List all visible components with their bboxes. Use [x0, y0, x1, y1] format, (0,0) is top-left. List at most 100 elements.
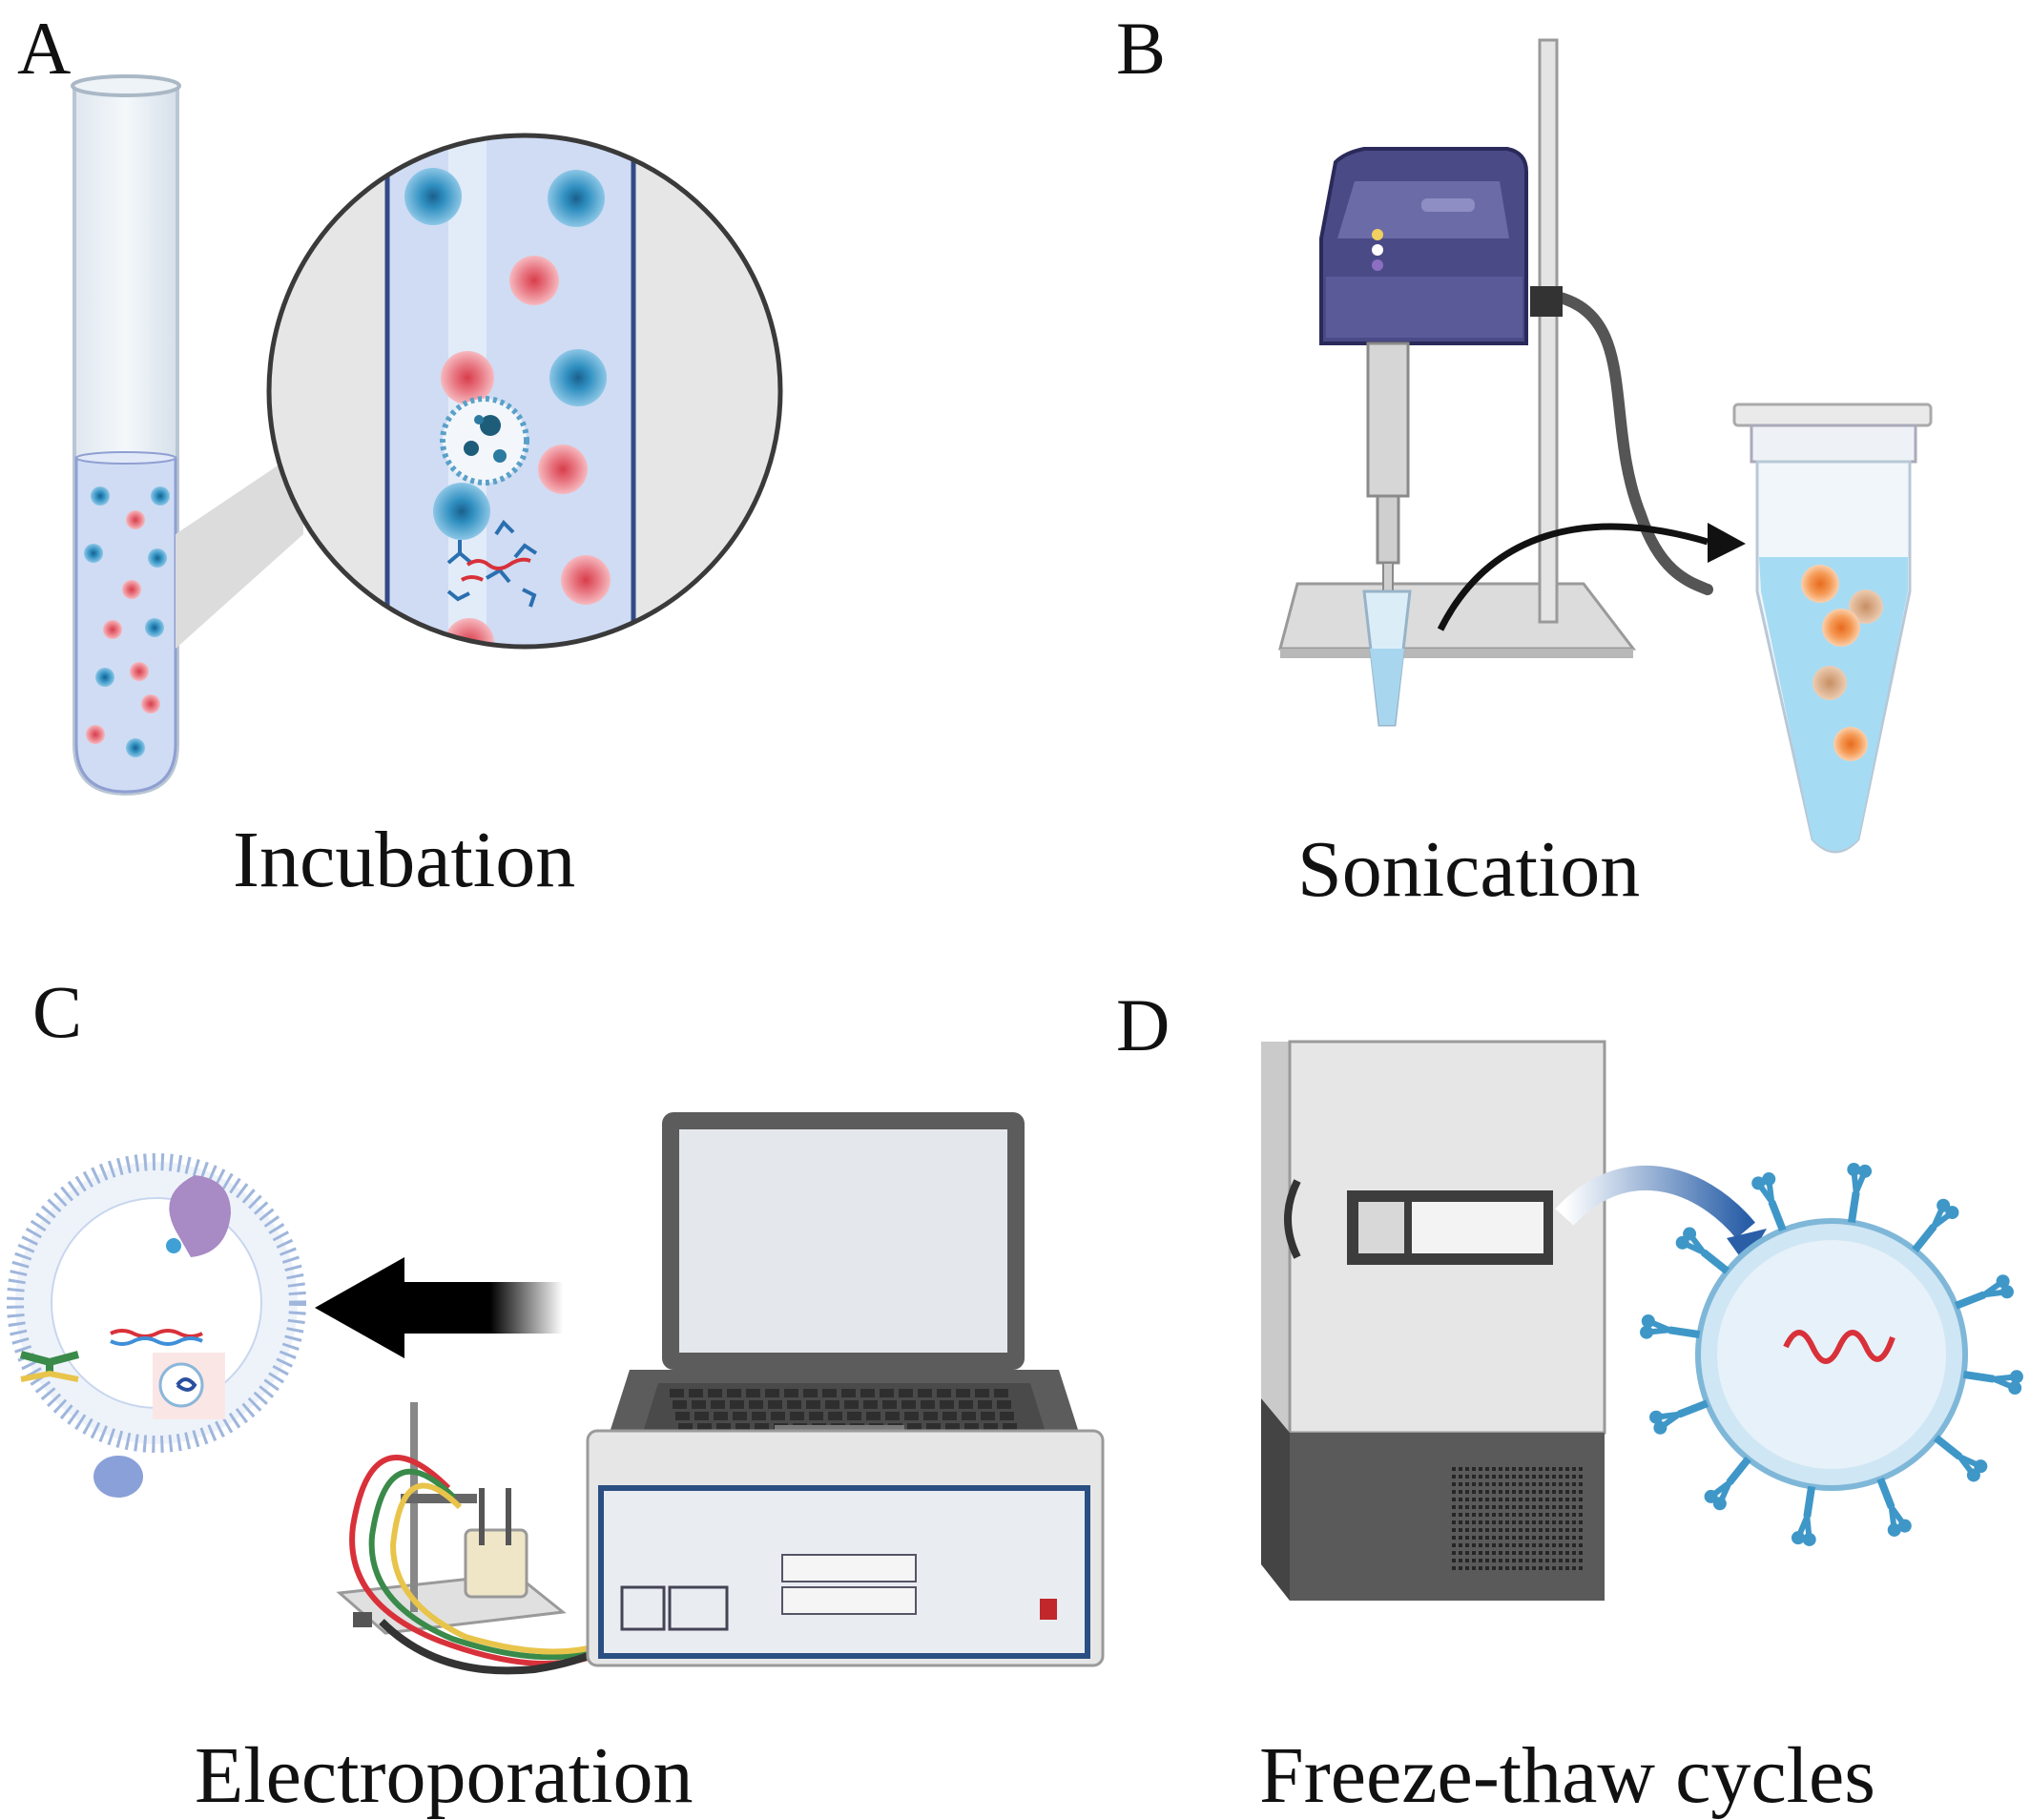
sonicator-icon — [1278, 38, 1713, 727]
vent-slot — [1492, 1505, 1496, 1509]
key-icon — [768, 1400, 782, 1409]
vent-slot — [1485, 1513, 1489, 1517]
vent-slot — [1465, 1482, 1469, 1486]
vent-slot — [1505, 1543, 1509, 1547]
vent-slot — [1579, 1543, 1583, 1547]
vent-slot — [1459, 1543, 1462, 1547]
blue-cell-icon — [91, 486, 110, 506]
vent-slot — [1532, 1498, 1536, 1501]
key-icon — [784, 1389, 798, 1397]
vent-slot — [1512, 1520, 1516, 1524]
panel-letter-a: A — [17, 7, 72, 90]
key-icon — [847, 1412, 861, 1420]
vent-slot — [1552, 1566, 1556, 1570]
vent-slot — [1505, 1498, 1509, 1501]
spike-icon — [1668, 1326, 1701, 1339]
key-icon — [735, 1423, 750, 1432]
spike-tip — [1802, 1532, 1816, 1546]
vent-slot — [1519, 1498, 1522, 1501]
vent-slot — [1459, 1490, 1462, 1494]
transfer-arrow-icon — [315, 1257, 404, 1358]
vesicle-icon — [1640, 1163, 2023, 1546]
vent-slot — [1479, 1467, 1482, 1471]
key-icon — [964, 1423, 979, 1432]
vent-slot — [1579, 1505, 1583, 1509]
key-icon — [926, 1423, 941, 1432]
vent-slot — [1512, 1543, 1516, 1547]
exosome-icon — [7, 1153, 306, 1498]
vent-slot — [1565, 1520, 1569, 1524]
vent-slot — [1479, 1498, 1482, 1501]
vent-slot — [1565, 1475, 1569, 1479]
key-icon — [841, 1389, 856, 1397]
key-icon — [937, 1389, 951, 1397]
vent-slot — [1572, 1543, 1576, 1547]
vent-slot — [1532, 1528, 1536, 1532]
vent-slot — [1492, 1559, 1496, 1562]
spike-icon — [1847, 1191, 1860, 1224]
key-icon — [899, 1389, 913, 1397]
vent-slot — [1505, 1475, 1509, 1479]
key-icon — [730, 1400, 744, 1409]
key-icon — [803, 1389, 818, 1397]
key-icon — [962, 1412, 976, 1420]
vent-slot — [1525, 1498, 1529, 1501]
vent-slot — [1559, 1513, 1563, 1517]
vent-slot — [1552, 1513, 1556, 1517]
vent-slot — [1492, 1513, 1496, 1517]
vent-slot — [1505, 1490, 1509, 1494]
vent-slot — [1539, 1551, 1543, 1555]
vent-slot — [1539, 1566, 1543, 1570]
vent-slot — [1539, 1482, 1543, 1486]
key-icon — [733, 1412, 747, 1420]
spike-tip — [1974, 1459, 1988, 1474]
freeze-arrow-head — [1727, 1229, 1767, 1265]
key-icon — [825, 1400, 839, 1409]
key-icon — [1000, 1412, 1014, 1420]
vent-slot — [1565, 1536, 1569, 1540]
vent-slot — [1512, 1498, 1516, 1501]
blue-cell-icon — [145, 618, 164, 637]
vent-slot — [1505, 1520, 1509, 1524]
vent-slot — [1519, 1505, 1522, 1509]
red-cell-icon — [126, 510, 145, 529]
vent-slot — [1499, 1559, 1502, 1562]
vent-slot — [1525, 1505, 1529, 1509]
vent-slot — [1512, 1551, 1516, 1555]
vent-slot — [1485, 1505, 1489, 1509]
vent-slot — [1499, 1513, 1502, 1517]
vent-slot — [1552, 1559, 1556, 1562]
vent-slot — [1532, 1505, 1536, 1509]
key-icon — [708, 1389, 722, 1397]
vent-slot — [1492, 1467, 1496, 1471]
vent-slot — [1499, 1498, 1502, 1501]
caption-electroporation: Electroporation — [195, 1731, 694, 1820]
vent-slot — [1559, 1559, 1563, 1562]
vent-slot — [1472, 1543, 1476, 1547]
vent-slot — [1485, 1566, 1489, 1570]
vent-slot — [1505, 1528, 1509, 1532]
key-icon — [790, 1412, 804, 1420]
key-icon — [945, 1423, 960, 1432]
caption-incubation: Incubation — [233, 816, 576, 904]
vent-slot — [1485, 1490, 1489, 1494]
vent-slot — [1532, 1551, 1536, 1555]
vent-slot — [1492, 1498, 1496, 1501]
vent-slot — [1525, 1482, 1529, 1486]
vent-slot — [1479, 1566, 1482, 1570]
vent-slot — [1565, 1498, 1569, 1501]
vent-slot — [1525, 1536, 1529, 1540]
vent-slot — [1579, 1475, 1583, 1479]
vent-slot — [1459, 1498, 1462, 1501]
vent-slot — [1532, 1467, 1536, 1471]
spike-icon — [1876, 1477, 1895, 1509]
key-icon — [940, 1400, 954, 1409]
vent-slot — [1479, 1490, 1482, 1494]
vent-slot — [1472, 1528, 1476, 1532]
vent-slot — [1565, 1559, 1569, 1562]
vent-slot — [1519, 1551, 1522, 1555]
vent-slot — [1452, 1498, 1456, 1501]
vent-slot — [1552, 1490, 1556, 1494]
vent-slot — [1559, 1482, 1563, 1486]
key-icon — [716, 1423, 731, 1432]
